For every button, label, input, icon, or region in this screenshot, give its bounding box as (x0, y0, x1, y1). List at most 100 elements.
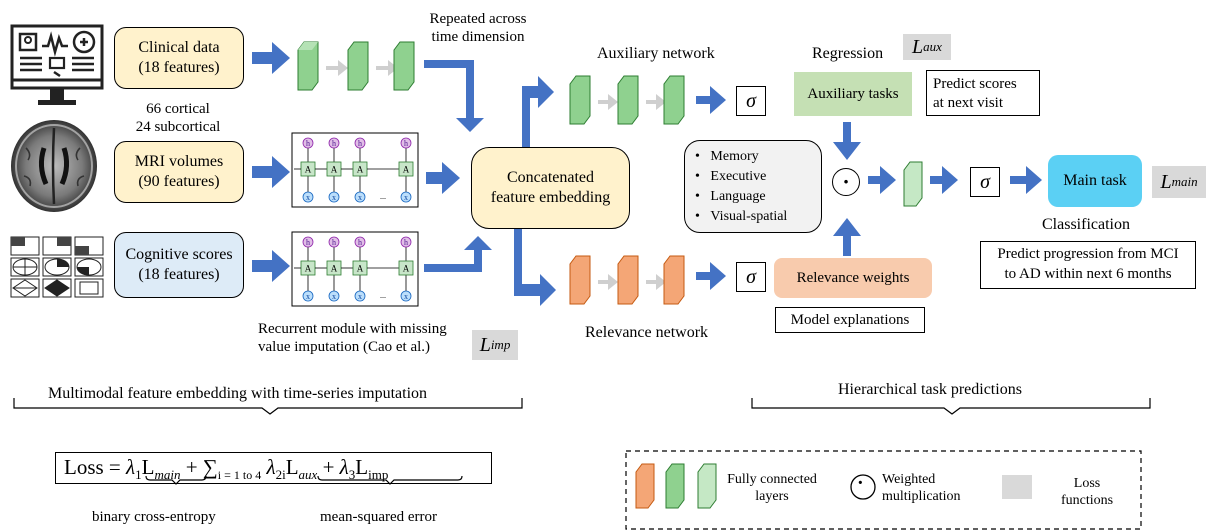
legend-fc-line2: layers (755, 488, 789, 504)
rnn-hidden-letter: h (358, 139, 362, 148)
rnn-ellipsis: ... (380, 192, 386, 201)
model-explanations-label: Model explanations (790, 311, 910, 328)
rnn-input-letter: x (306, 193, 310, 202)
mri-volumes-label: MRI volumes (134, 153, 224, 170)
domain-memory-label: Memory (710, 149, 759, 164)
legend-wm-line2: multiplication (882, 488, 961, 504)
rnn-hidden-letter: h (332, 238, 336, 247)
repeated-note: Repeated across time dimension (416, 10, 540, 46)
legend-lf-line2: functions (1060, 492, 1114, 508)
rnn-cell-letter: A (403, 264, 410, 274)
legend-fc-label: Fully connected layers (722, 472, 822, 506)
arrow-concat-to-aux (522, 76, 554, 148)
clinical-data-box: Clinical data (18 features) (114, 27, 244, 89)
legend-loss-swatch (1002, 475, 1032, 499)
formula-L-aux: L (285, 455, 299, 479)
left-bracket (13, 398, 523, 415)
classification-label: Classification (1042, 216, 1130, 233)
clinical-data-label: Clinical data (138, 39, 220, 56)
arrow-relweights-up (833, 218, 861, 256)
loss-imp-L: L (479, 333, 491, 356)
rnn-input-letter: x (332, 193, 336, 202)
loss-main-sub: main (1171, 174, 1198, 189)
legend-wm-line1: Weighted (882, 472, 936, 487)
formula-L-main: L (141, 455, 155, 479)
loss-aux-L: L (912, 35, 924, 58)
relevance-network-label: Relevance network (585, 324, 709, 341)
legend-wm-label: Weighted multiplication (882, 472, 961, 506)
mri-brain-icon (11, 120, 97, 212)
formula-mse-label: mean-squared error (320, 509, 438, 525)
arrow-rnn-to-concat (426, 162, 460, 194)
concat-line1: Concatenated (506, 169, 595, 186)
rnn-input-letter: x (358, 292, 362, 301)
recurrent-note-line1: Recurrent module with missing (258, 321, 447, 337)
main-task-label: Main task (1063, 172, 1127, 189)
rnn-cell-letter: A (305, 264, 312, 274)
rnn-input-letter: x (404, 193, 408, 202)
rnn-input-node (400, 290, 412, 302)
legend-lf-line1: Loss (1073, 476, 1101, 491)
loss-aux-sub: aux (923, 39, 942, 54)
rnn-hidden-node (302, 236, 314, 248)
rnn-hidden-letter: h (306, 139, 310, 148)
weighted-multiplication-circle: · (832, 168, 860, 196)
formula-L-imp: L (355, 455, 369, 479)
rnn-cell-letter: A (357, 165, 364, 175)
rnn-input-node (328, 191, 340, 203)
rnn-input-node (302, 191, 314, 203)
loss-formula: Loss = λ1Lmain + ∑i = 1 to 4 λ2iLaux + λ… (64, 453, 388, 489)
clinical-fc-layers (297, 41, 415, 91)
cognitive-scores-label: Cognitive scores (125, 246, 233, 263)
formula-lambda2-sub: 2i (275, 467, 286, 483)
predict-progression-line2: to AD within next 6 months (1004, 265, 1172, 282)
cortical-note-line2: 24 subcortical (135, 119, 221, 135)
predict-progression-line1: Predict progression from MCI (997, 246, 1179, 262)
formula-lambda1: λ (126, 455, 136, 479)
formula-aux-sub: aux (298, 467, 318, 483)
sigma-rel-symbol: σ (746, 265, 756, 288)
arrow-mri-to-rnn (252, 156, 290, 188)
rnn-cell-letter: A (403, 165, 410, 175)
aux-fc-layers (569, 75, 685, 125)
cognitive-domains-box: • Memory • Executive • Language • Visual… (684, 140, 822, 233)
rnn-input-node (328, 290, 340, 302)
rnn-hidden-node (328, 236, 340, 248)
legend-fc-line1: Fully connected (727, 472, 817, 487)
domain-language: • Language (695, 189, 766, 204)
legend-box (625, 450, 1142, 530)
arrow-fc-down-to-concat (424, 60, 484, 132)
loss-main-L: L (1160, 170, 1172, 193)
arrow-dot-to-fc (868, 166, 896, 194)
rnn-hidden-node (400, 137, 412, 149)
right-bracket-label: Hierarchical task predictions (838, 381, 1022, 398)
rnn-hidden-letter: h (358, 238, 362, 247)
rnn-hidden-letter: h (306, 238, 310, 247)
underbrace-main (145, 475, 207, 485)
sigma-main-box: σ (970, 167, 1000, 197)
rnn-cell-letter: A (331, 165, 338, 175)
recurrent-note: Recurrent module with missing value impu… (258, 320, 447, 356)
model-explanations-box: Model explanations (775, 307, 925, 333)
rnn-input-letter: x (306, 292, 310, 301)
formula-bce-label: binary cross-entropy (92, 509, 216, 525)
rnn-input-letter: x (332, 292, 336, 301)
final-fc-layer (903, 161, 923, 207)
recurrent-note-line2: value imputation (Cao et al.) (258, 339, 431, 355)
main-task-box: Main task (1048, 155, 1142, 207)
rnn-cell-letter: A (331, 264, 338, 274)
domain-executive: • Executive (695, 169, 767, 184)
rnn-input-node (400, 191, 412, 203)
repeated-note-line2: time dimension (431, 29, 525, 45)
arrow-concat-to-rel (514, 210, 556, 306)
auxiliary-tasks-label: Auxiliary tasks (807, 85, 899, 102)
rnn-hidden-node (328, 137, 340, 149)
arrow-aux-to-sigma (696, 86, 726, 114)
loss-imp-sub: imp (490, 337, 511, 352)
concat-line2: feature embedding (490, 189, 611, 206)
rnn-cell-letter: A (357, 264, 364, 274)
domain-memory: • Memory (695, 149, 759, 164)
